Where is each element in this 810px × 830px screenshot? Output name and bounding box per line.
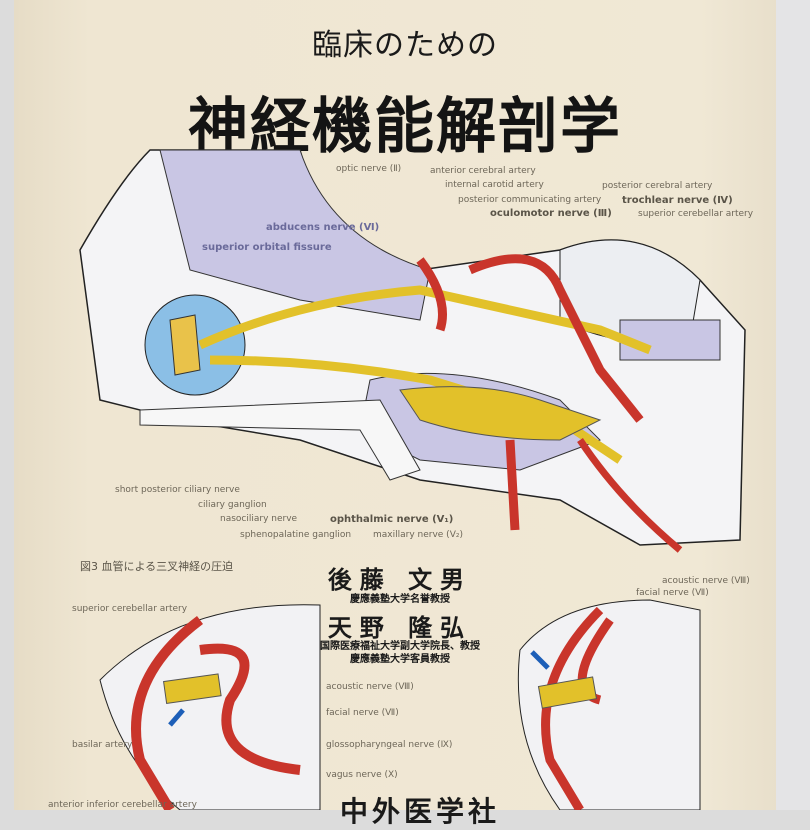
label-trochlear-nerve: trochlear nerve (Ⅳ) (622, 195, 733, 206)
cerebellum (559, 239, 701, 343)
label-ciliary-ganglion: ciliary ganglion (198, 500, 267, 510)
author-1-affiliation: 慶應義塾大学名誉教授 (350, 594, 450, 605)
label-lower-acoustic-nerve: acoustic nerve (Ⅷ) (326, 682, 414, 692)
anatomical-illustration (79, 149, 746, 810)
cover-subtitle: 臨床のための (312, 28, 498, 63)
label-abducens-nerve: abducens nerve (Ⅵ) (266, 222, 380, 233)
figure-caption: 図3 血管による三叉神経の圧迫 (80, 560, 234, 573)
label-sphenopalatine-ganglion: sphenopalatine ganglion (240, 530, 352, 540)
nerve-bundle (163, 673, 222, 704)
basilar-artery (131, 616, 301, 810)
arteries (416, 254, 644, 531)
label-facial-nerve: facial nerve (Ⅶ) (636, 588, 709, 598)
label-posterior-communicating-artery: posterior communicating artery (458, 195, 602, 205)
label-acoustic-nerve: acoustic nerve (Ⅷ) (662, 576, 750, 586)
blue-arrow-right (530, 650, 550, 670)
label-short-posterior-ciliary-nerve: short posterior ciliary nerve (115, 485, 240, 495)
lens (169, 314, 201, 376)
label-lower-facial-nerve: facial nerve (Ⅶ) (326, 708, 399, 718)
lower-right-nerve (537, 676, 598, 709)
label-superior-cerebellar-artery: superior cerebellar artery (638, 209, 754, 219)
label-maxillary-nerve: maxillary nerve (V₂) (373, 530, 463, 540)
label-anterior-inferior-cerebellar-artery: anterior inferior cerebellar artery (48, 800, 197, 810)
label-anterior-cerebral-artery: anterior cerebral artery (430, 166, 536, 176)
label-optic-nerve: optic nerve (Ⅱ) (336, 164, 402, 174)
author-2-name: 天野 隆弘 (327, 614, 473, 642)
publisher: 中外医学社 (340, 795, 501, 828)
label-glossopharyngeal-nerve: glossopharyngeal nerve (Ⅸ) (326, 740, 453, 750)
label-lower-superior-cerebellar-artery: superior cerebellar artery (72, 604, 188, 614)
label-superior-orbital-fissure: superior orbital fissure (202, 242, 332, 253)
author-2-affiliation-1: 国際医療福祉大学副大学院長、教授 (320, 641, 480, 652)
bone (139, 399, 421, 481)
label-oculomotor-nerve: oculomotor nerve (Ⅲ) (490, 208, 612, 219)
label-basilar-artery: basilar artery (72, 740, 133, 750)
background (776, 0, 810, 810)
author-1-name: 後藤 文男 (327, 566, 473, 594)
blue-arrow (168, 708, 185, 727)
artery-lower (577, 438, 683, 553)
label-posterior-cerebral-artery: posterior cerebral artery (602, 181, 713, 191)
label-ophthalmic-nerve: ophthalmic nerve (V₁) (330, 514, 454, 525)
optic-nerves (198, 285, 652, 464)
author-2-affiliation-2: 慶應義塾大学客員教授 (350, 654, 450, 665)
label-vagus-nerve: vagus nerve (Ⅹ) (326, 770, 398, 780)
label-nasociliary-nerve: nasociliary nerve (220, 514, 298, 524)
label-internal-carotid-artery: internal carotid artery (445, 180, 544, 190)
trigeminal-ganglion (399, 386, 602, 441)
